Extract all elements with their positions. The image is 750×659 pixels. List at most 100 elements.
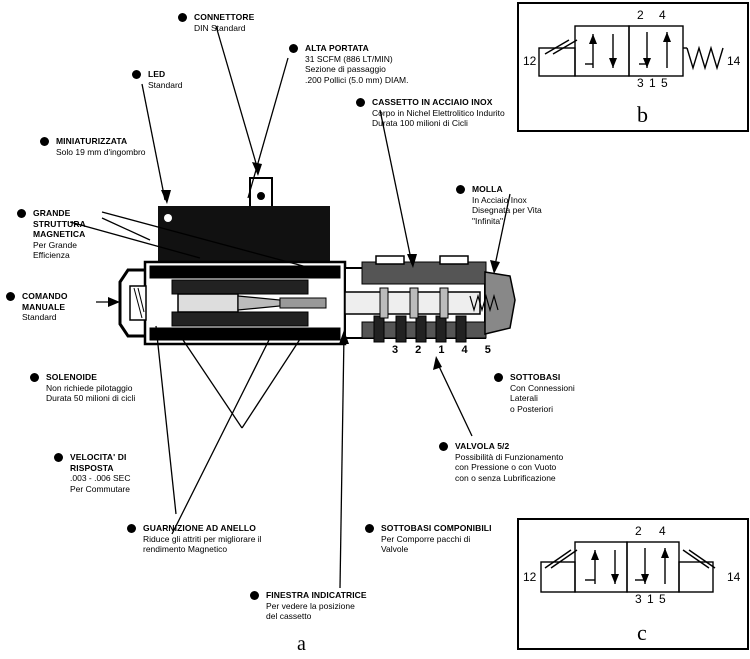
callout-line: o Posteriori <box>510 403 553 414</box>
callout-line: .200 Pollici (5.0 mm) DIAM. <box>305 74 409 85</box>
bullet-icon <box>17 209 26 218</box>
callout-sottobasi-comp: SOTTOBASI COMPONIBILI Per Comporre pacch… <box>365 523 492 555</box>
port-14-label: 14 <box>727 54 741 68</box>
bullet-icon <box>456 185 465 194</box>
callout-sottobasi: SOTTOBASI Con Connessioni Laterali o Pos… <box>494 372 575 414</box>
port-1-label: 1 <box>649 76 656 90</box>
port-2-label: 2 <box>637 8 644 22</box>
callout-title: SOTTOBASI <box>510 372 561 382</box>
manual-override <box>118 268 147 338</box>
callout-molla: MOLLA In Acciaio Inox Disegnata per Vita… <box>456 184 542 226</box>
callout-title: FINESTRA INDICATRICE <box>266 590 367 600</box>
bullet-icon <box>54 453 63 462</box>
callout-guarnizione: GUARNIZIONE AD ANELLO Riduce gli attriti… <box>127 523 262 555</box>
solenoid-body <box>143 260 347 346</box>
bullet-icon <box>178 13 187 22</box>
valve-symbol-c <box>540 541 716 593</box>
bullet-icon <box>494 373 503 382</box>
panel-c-label: c <box>637 620 647 645</box>
callout-alta-portata: ALTA PORTATA 31 SCFM (886 LT/MIN) Sezion… <box>289 43 409 85</box>
callout-led: LED Standard <box>132 69 183 90</box>
callout-line: 31 SCFM (886 LT/MIN) <box>305 53 393 64</box>
port-4-label: 4 <box>659 524 666 538</box>
callout-line: "Infinita" <box>472 215 504 226</box>
callout-line: con Pressione o con Vuoto <box>455 462 557 472</box>
callout-line: Sezione di passaggio <box>305 64 386 74</box>
port-4-label: 4 <box>659 8 666 22</box>
callout-line: Per vedere la posizione <box>266 600 355 611</box>
callout-title: MOLLA <box>472 184 503 194</box>
arrowheads <box>108 162 500 370</box>
callout-cassetto: CASSETTO IN ACCIAIO INOX Corpo in Nichel… <box>356 97 505 129</box>
callout-struttura: GRANDE STRUTTURA MAGNETICA Per Grande Ef… <box>17 208 86 261</box>
bullet-icon <box>250 591 259 600</box>
callout-line: Corpo in Nichel Elettrolitico Indurito <box>372 107 505 118</box>
bullet-icon <box>40 137 49 146</box>
callout-title: MINIATURIZZATA <box>56 136 128 146</box>
bullet-icon <box>30 373 39 382</box>
port-3-label: 3 <box>637 76 644 90</box>
callout-line: Con Connessioni <box>510 382 575 393</box>
bullet-icon <box>365 524 374 533</box>
symbol-panel-b: 12 14 2 4 3 1 5 b <box>517 2 749 132</box>
callout-title: ALTA PORTATA <box>305 43 369 53</box>
port-2-label: 2 <box>635 524 642 538</box>
callout-line: Possibilità di Funzionamento <box>455 451 564 462</box>
callout-finestra: FINESTRA INDICATRICE Per vedere la posiz… <box>250 590 367 622</box>
leader-lines <box>69 25 511 589</box>
bullet-icon <box>6 292 15 301</box>
panel-b-label: b <box>637 102 648 127</box>
callout-line: .003 - .006 SEC <box>70 473 131 483</box>
bullet-icon <box>439 442 448 451</box>
bullet-icon <box>356 98 365 107</box>
coil-housing <box>158 206 330 264</box>
callout-connettore: CONNETTORE DIN Standard <box>178 12 255 33</box>
port-5-label: 5 <box>661 76 668 90</box>
callout-line: con o senza Lubrificazione <box>455 472 556 483</box>
callout-title: CONNETTORE <box>194 12 255 22</box>
bullet-icon <box>132 70 141 79</box>
callout-line: Laterali <box>510 393 538 403</box>
port-numbers: 3 2 1 4 5 <box>392 344 498 356</box>
figure-label-a: a <box>297 633 306 655</box>
valve-symbol-b <box>538 25 724 77</box>
bullet-icon <box>289 44 298 53</box>
callout-line: Solo 19 mm d'ingombro <box>56 146 146 157</box>
callout-line: Standard <box>22 312 57 322</box>
callout-line: Durata 100 milioni di Cicli <box>372 118 468 128</box>
symbol-panel-c: 12 14 2 4 3 1 5 c <box>517 518 749 650</box>
callout-line: Durata 50 milioni di cicli <box>46 393 136 403</box>
callout-title: VELOCITA' DI RISPOSTA <box>70 452 127 473</box>
led <box>164 214 172 222</box>
callout-title: CASSETTO IN ACCIAIO INOX <box>372 97 493 107</box>
callout-title: GRANDE STRUTTURA MAGNETICA <box>33 208 86 239</box>
port-14-label: 14 <box>727 570 741 584</box>
valve-body <box>344 255 516 343</box>
callout-line: Standard <box>148 79 183 90</box>
port-1-label: 1 <box>647 592 654 606</box>
callout-line: Efficienza <box>33 250 70 260</box>
callout-line: rendimento Magnetico <box>143 544 228 554</box>
callout-velocita: VELOCITA' DI RISPOSTA .003 - .006 SEC Pe… <box>54 452 131 494</box>
port-12-label: 12 <box>523 54 537 68</box>
callout-valvola: VALVOLA 5/2 Possibilità di Funzionamento… <box>439 441 564 483</box>
callout-line: Riduce gli attriti per migliorare il <box>143 533 262 544</box>
callout-line: DIN Standard <box>194 22 246 33</box>
callout-title: COMANDO MANUALE <box>22 291 68 312</box>
callout-line: Per Commutare <box>70 483 130 494</box>
callout-line: In Acciaio Inox <box>472 194 527 205</box>
callout-title: SOLENOIDE <box>46 372 97 382</box>
callout-title: LED <box>148 69 166 79</box>
callout-line: Non richiede pilotaggio <box>46 382 133 393</box>
callout-line: Disegnata per Vita <box>472 205 542 215</box>
port-12-label: 12 <box>523 570 537 584</box>
callout-title: GUARNIZIONE AD ANELLO <box>143 523 256 533</box>
callout-title: VALVOLA 5/2 <box>455 441 510 451</box>
port-3-label: 3 <box>635 592 642 606</box>
callout-miniaturizzata: MINIATURIZZATA Solo 19 mm d'ingombro <box>40 136 146 157</box>
callout-title: SOTTOBASI COMPONIBILI <box>381 523 492 533</box>
bullet-icon <box>127 524 136 533</box>
port-5-label: 5 <box>659 592 666 606</box>
callout-solenoide: SOLENOIDE Non richiede pilotaggio Durata… <box>30 372 136 404</box>
